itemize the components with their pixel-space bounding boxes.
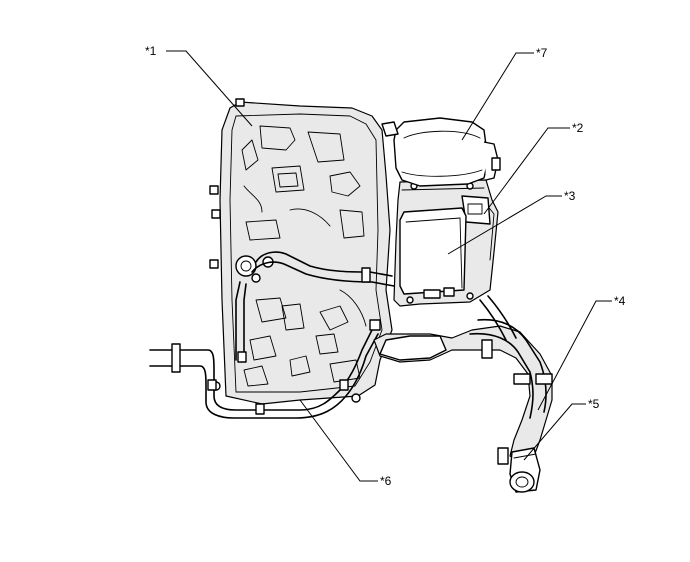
leader-3 [447,195,562,255]
callout-6: *6 [380,474,392,488]
fuel-tank [209,98,393,405]
callout-3: *3 [564,189,576,203]
leader-1 [166,50,253,127]
callout-4: *4 [614,294,626,308]
filler-pipe [373,295,553,465]
leader-lines [166,50,612,482]
leader-4 [537,300,612,411]
callout-2: *2 [572,121,584,135]
charcoal-canister [399,207,467,299]
leader-5 [523,403,586,461]
pump-cover [381,117,501,187]
callout-7: *7 [536,46,548,60]
callout-1: *1 [145,44,157,58]
leader-6 [299,399,378,482]
leader-2 [483,127,570,215]
leader-7 [461,52,534,141]
filler-neck [509,447,541,493]
fuel-lines [149,251,395,419]
callout-5: *5 [588,397,600,411]
